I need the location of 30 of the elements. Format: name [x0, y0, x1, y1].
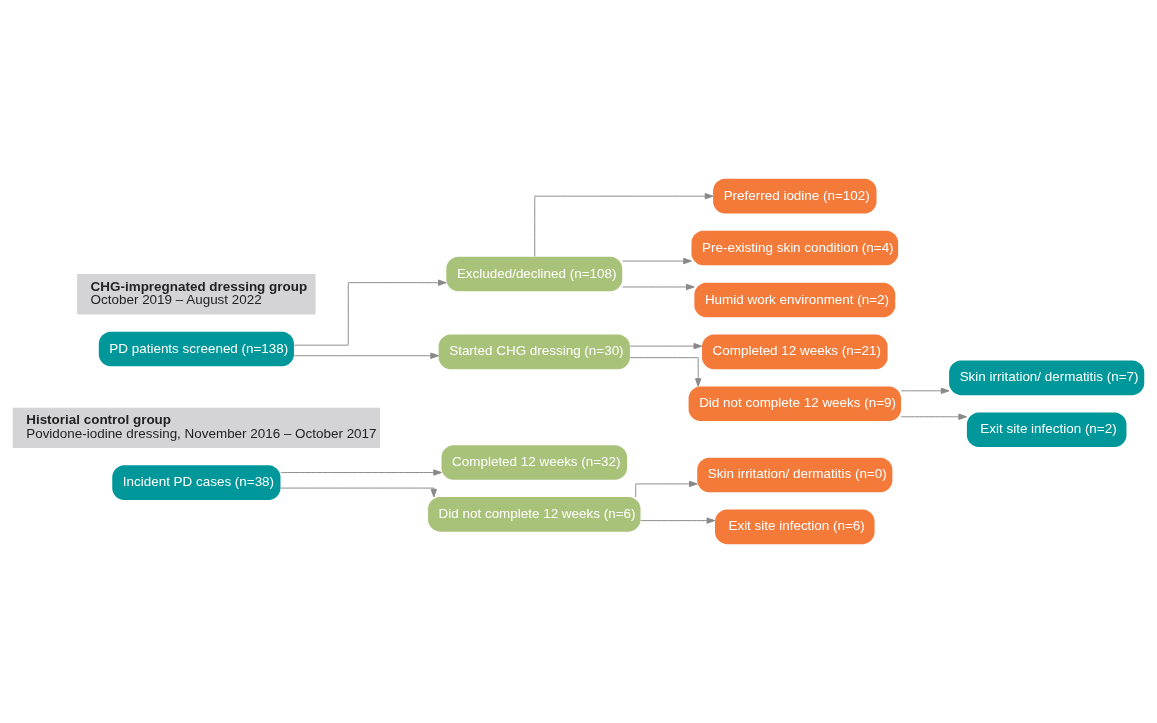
arrow	[622, 257, 692, 265]
arrow	[900, 413, 968, 420]
arrow	[293, 352, 439, 359]
node-box: Completed 12 weeks (n=21)	[702, 334, 888, 370]
node-box: PD patients screened (n=138)	[98, 331, 294, 367]
node-box: Pre-existing skin condition (n=4)	[691, 230, 899, 266]
node-box: Did not complete 12 weeks (n=6)	[428, 497, 641, 532]
node-box: Exit site infection (n=6)	[715, 509, 875, 545]
node-box: Preferred iodine (n=102)	[713, 178, 877, 214]
arrow	[635, 480, 698, 498]
arrow	[640, 517, 716, 524]
node-box: CHG-impregnated dressing group October 2019 – August 2022	[77, 274, 316, 315]
node-box: Skin irritation/ dermatitis (n=0)	[697, 457, 893, 493]
arrow	[293, 279, 447, 346]
node-box: Started CHG dressing (n=30)	[438, 334, 630, 370]
arrow	[280, 469, 442, 476]
arrow	[622, 283, 695, 291]
node-box: Incident PD cases (n=38)	[112, 465, 281, 500]
node-box: Did not complete 12 weeks (n=9)	[688, 386, 902, 422]
node-box: Historial control group Povidone-iodine dressing, November 2016 – October 2017	[12, 407, 380, 448]
node-box: Skin irritation/ dermatitis (n=7)	[949, 360, 1145, 396]
arrow	[534, 193, 714, 257]
node-box: Humid work environment (n=2)	[694, 282, 896, 318]
arrow	[280, 487, 437, 498]
node-box: Completed 12 weeks (n=32)	[441, 445, 628, 480]
node-box: Excluded/declined (n=108)	[446, 256, 623, 292]
arrow	[900, 387, 950, 394]
arrow	[629, 357, 702, 387]
node-box: Exit site infection (n=2)	[966, 412, 1127, 448]
arrow	[629, 342, 703, 350]
